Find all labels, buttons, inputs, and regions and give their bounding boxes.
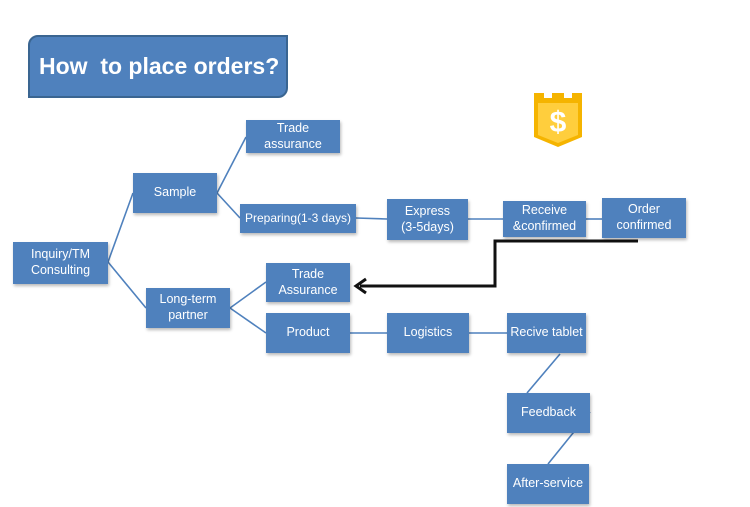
- return-arrow: [360, 239, 638, 288]
- page-title: How to place orders?: [28, 35, 288, 98]
- node-preparing: Preparing(1-3 days): [240, 204, 356, 233]
- connector-sample-preparing: [216, 192, 241, 219]
- connector-preparing-express: [355, 217, 388, 220]
- dollar-shield-icon: $: [534, 93, 582, 147]
- connector-longterm-product: [229, 307, 267, 334]
- connector-sample-trade: [216, 136, 247, 194]
- node-logistics: Logistics: [387, 313, 469, 353]
- connector-inquiry-sample: [107, 192, 134, 263]
- node-trade-assurance-top: Trade assurance: [246, 120, 340, 153]
- node-long-term-partner: Long-term partner: [146, 288, 230, 328]
- node-express: Express (3-5days): [387, 199, 468, 240]
- node-receive-confirmed: Receive &confirmed: [503, 201, 586, 237]
- node-order-confirmed: Order confirmed: [602, 198, 686, 238]
- return-arrow-head: [353, 277, 367, 295]
- node-trade-assurance-mid: Trade Assurance: [266, 263, 350, 302]
- node-sample: Sample: [133, 173, 217, 213]
- node-product: Product: [266, 313, 350, 353]
- connector-longterm-trade: [229, 281, 267, 309]
- node-after-service: After-service: [507, 464, 589, 504]
- node-inquiry-consulting: Inquiry/TM Consulting: [13, 242, 108, 284]
- svg-text:$: $: [550, 106, 567, 139]
- node-feedback: Feedback: [507, 393, 590, 433]
- node-recive-tablet: Recive tablet: [507, 313, 586, 353]
- connector-recive-feedback: [526, 353, 561, 394]
- connector-inquiry-longterm: [107, 261, 147, 309]
